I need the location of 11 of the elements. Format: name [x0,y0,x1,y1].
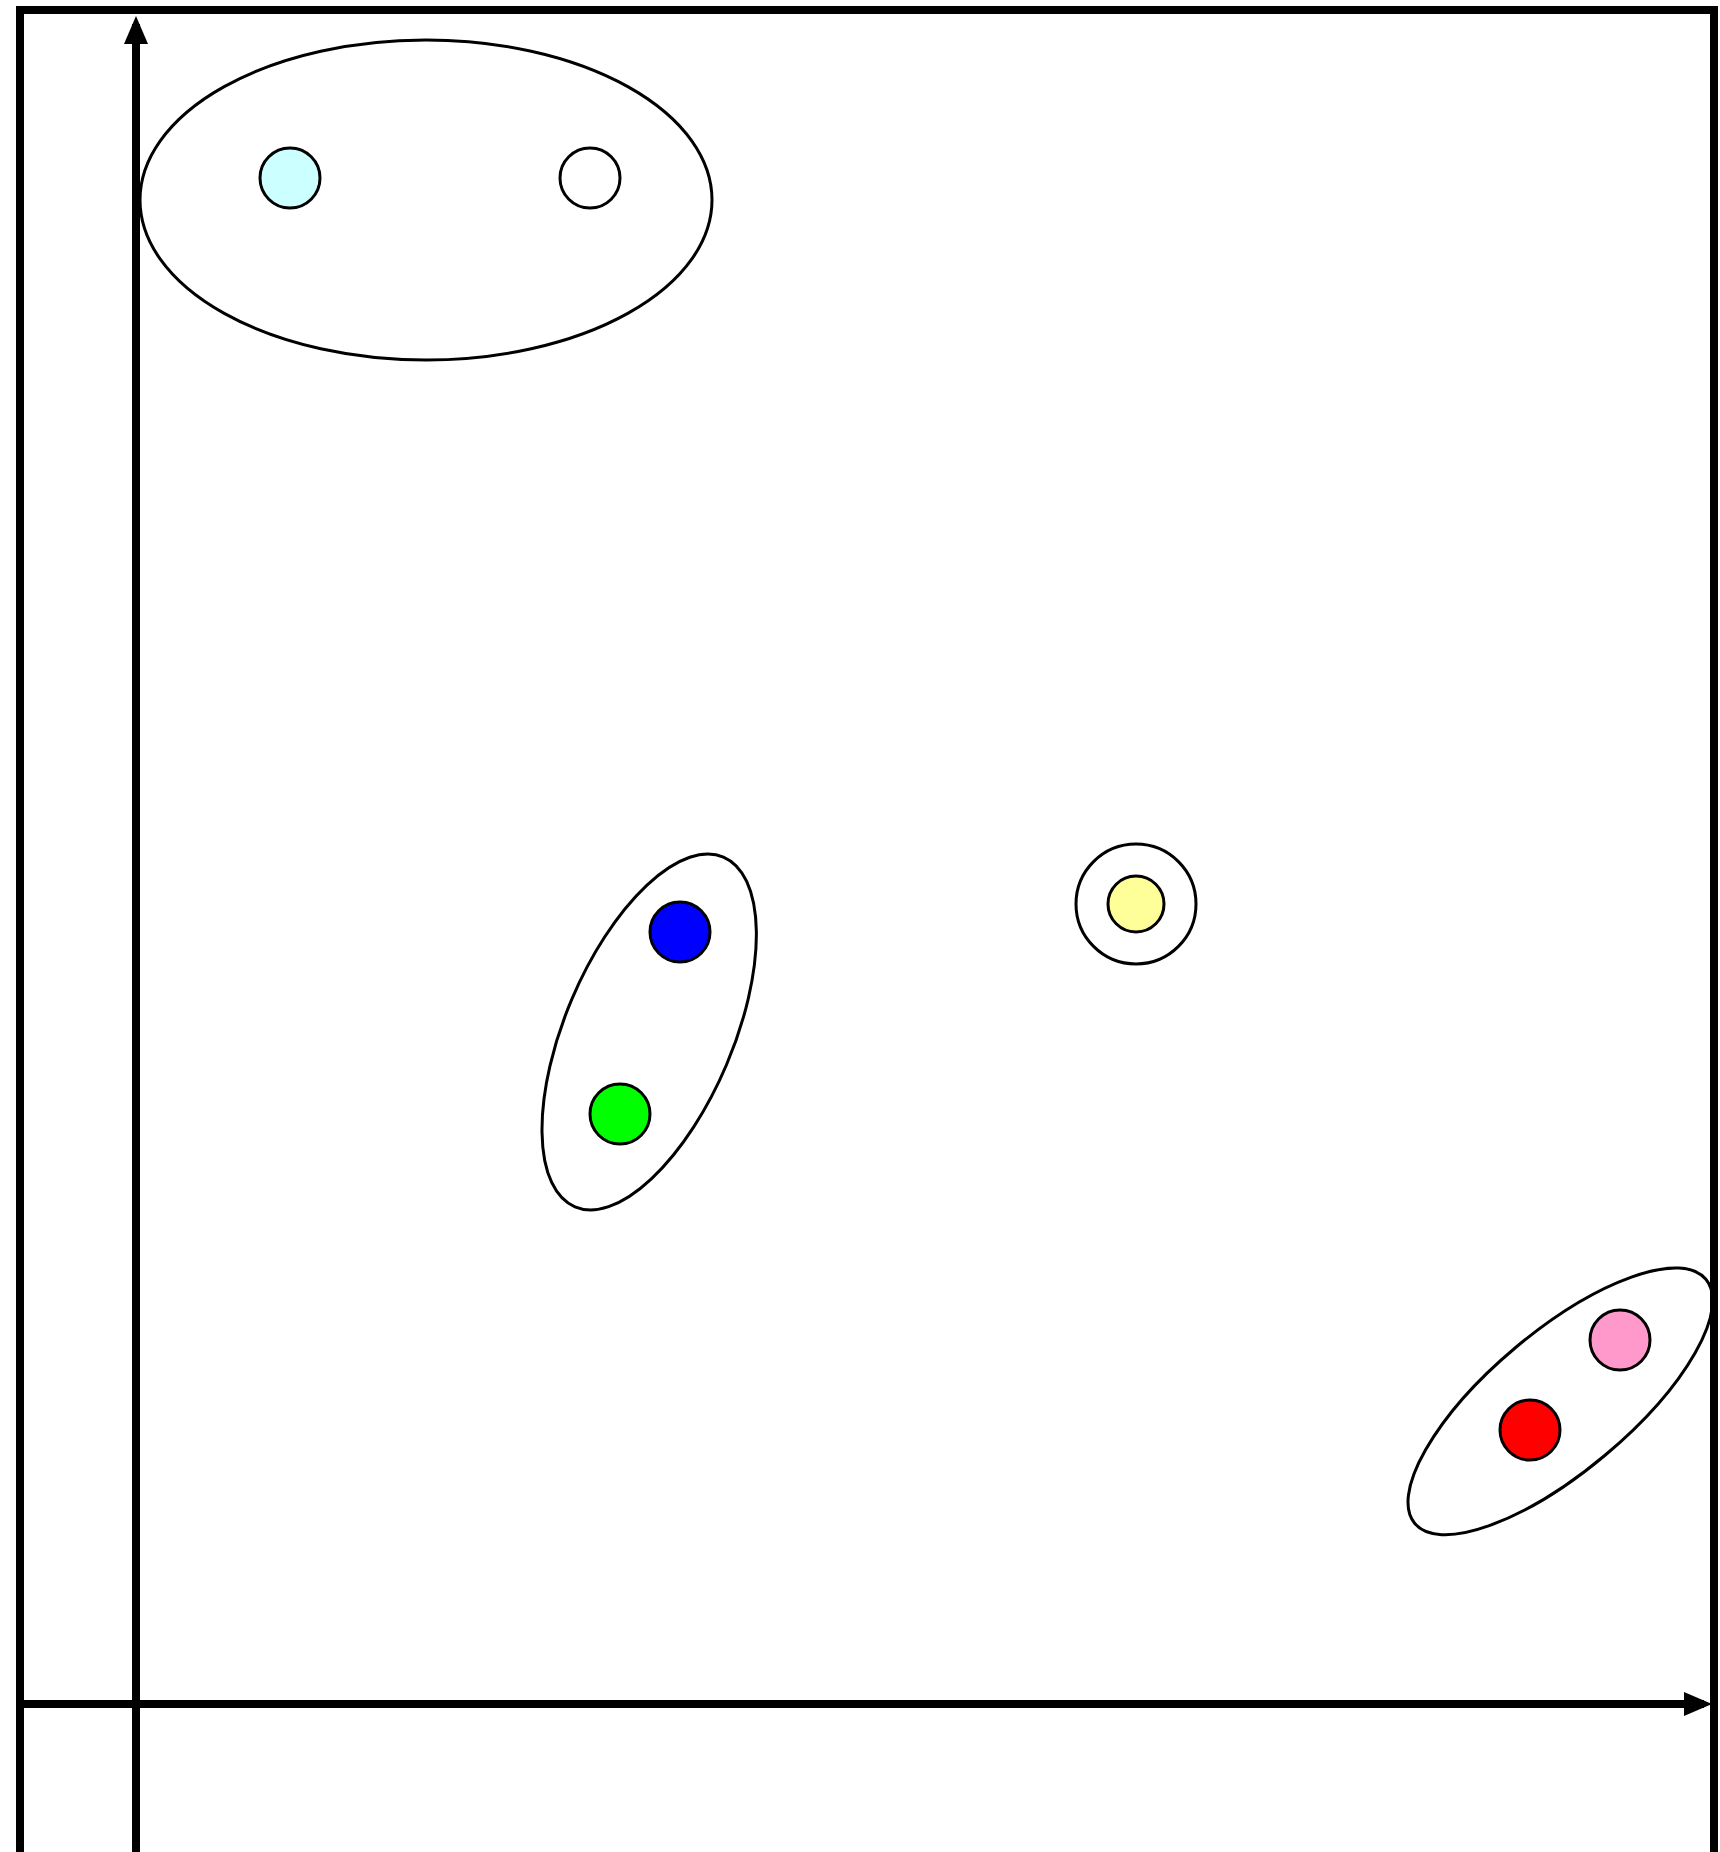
data-point [1587,1307,1652,1372]
cluster-ellipse [540,852,760,1212]
data-point [1106,874,1166,934]
cluster-ellipse [1405,1266,1715,1538]
cluster-ellipse [138,38,714,362]
data-point [647,899,712,964]
data-point [258,146,322,210]
data-point [1497,1397,1562,1462]
data-point [1074,842,1198,966]
data-point [587,1081,652,1146]
data-point [558,146,622,210]
